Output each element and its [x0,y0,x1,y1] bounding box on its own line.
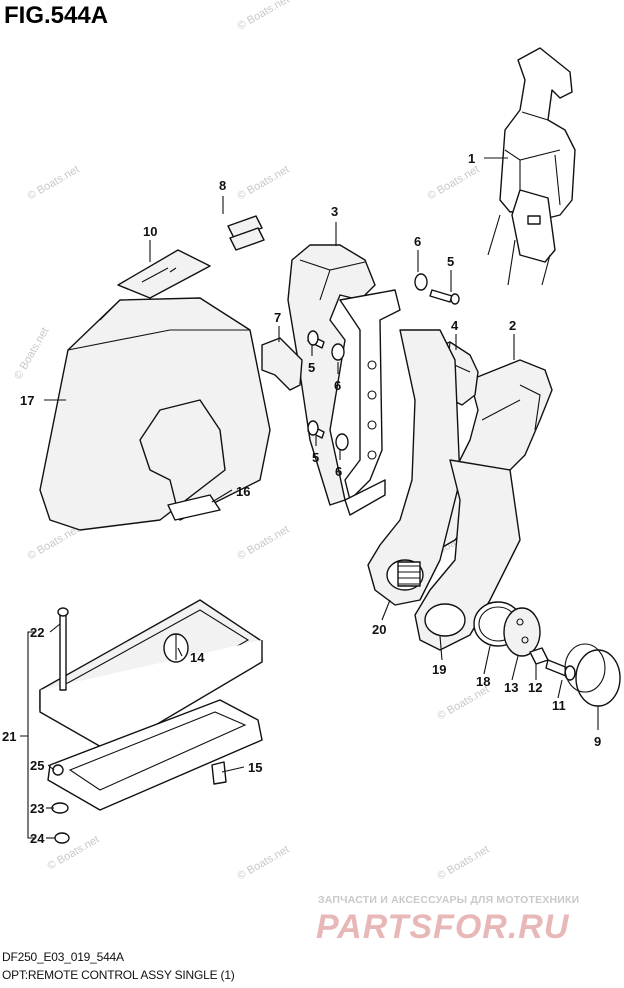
watermark: © Boats.net [426,163,482,202]
callout-24: 24 [30,831,45,846]
part-base-assembly [39,599,263,811]
watermark: © Boats.net [236,843,292,882]
watermark: © Boats.net [26,163,82,202]
callout-7: 7 [274,310,281,325]
callout-6b: 6 [334,378,341,393]
callout-16: 16 [236,484,250,499]
part-label-small [227,215,265,251]
callout-6a: 6 [414,234,421,249]
callout-2: 2 [509,318,516,333]
callout-22: 22 [30,625,44,640]
footer-model-code: DF250_E03_019_544A [2,950,124,964]
watermark: © Boats.net [436,843,492,882]
callout-5c: 5 [312,450,319,465]
part-cover [39,297,271,531]
callout-13: 13 [504,680,518,695]
part-control-handle [487,47,576,286]
part-main-link [367,329,461,606]
banner-tagline: ЗАПЧАСТИ И АКСЕССУАРЫ ДЛЯ МОТОТЕХНИКИ [318,894,580,906]
part-clip [261,337,303,391]
figure-title: FIG.544A [4,2,109,29]
part-label-plate [117,249,211,299]
watermark: © Boats.net [236,523,292,562]
part-bracket [287,244,401,516]
brand-logo: PARTSFOR.RU [316,908,570,946]
callout-18: 18 [476,674,490,689]
callout-1: 1 [468,151,475,166]
callout-4: 4 [451,318,459,333]
callout-21: 21 [2,729,16,744]
callout-15: 15 [248,760,262,775]
part-screws-washers [307,273,460,451]
leader-lines [44,157,599,839]
watermark: © Boats.net [26,523,82,562]
callout-19: 19 [432,662,446,677]
watermark: © Boats.net [12,326,51,382]
footer-caption: OPT:REMOTE CONTROL ASSY SINGLE (1) [2,968,235,982]
part-plate [503,607,541,657]
callout-3: 3 [331,204,338,219]
watermark: © Boats.net [236,163,292,202]
callout-8: 8 [219,178,226,193]
callout-17: 17 [20,393,34,408]
callout-5a: 5 [447,254,454,269]
group-bracket [20,631,35,839]
part-bolt-long [57,607,69,691]
callout-25: 25 [30,758,44,773]
callout-labels: 1 2 3 4 5 5 5 6 6 6 7 8 9 10 11 12 13 14… [2,151,601,846]
callout-23: 23 [30,801,44,816]
callout-11: 11 [552,698,566,713]
part-small-clip [211,761,227,785]
watermark: © Boats.net [46,833,102,872]
part-screw [545,659,576,681]
callout-14: 14 [190,650,205,665]
callout-9: 9 [594,734,601,749]
part-secondary-link [414,459,521,651]
part-nut-washer [51,764,70,844]
part-washer [529,647,549,665]
callout-12: 12 [528,680,542,695]
callout-20: 20 [372,622,386,637]
watermark: © Boats.net [236,0,292,33]
callout-6c: 6 [335,464,342,479]
watermark: © Boats.net [436,683,492,722]
callout-10: 10 [143,224,157,239]
callout-5b: 5 [308,360,315,375]
